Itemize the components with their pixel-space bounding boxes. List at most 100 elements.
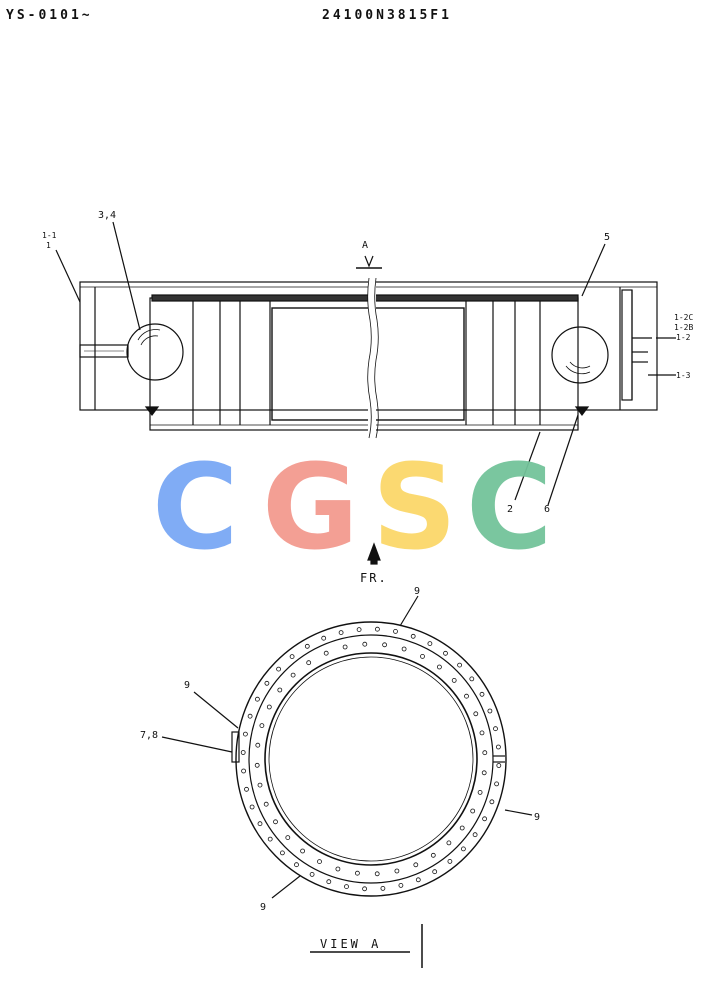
label-9-left: 9 [184,680,190,691]
bolt-hole [342,644,348,650]
bolt-hole [481,770,487,776]
bolt-hole [477,790,483,795]
bolt-hole [374,871,380,877]
bolt-hole [479,691,485,697]
bolt-hole [394,868,400,874]
ball-bearing-left [126,323,184,381]
bolt-hole [496,763,502,768]
bolt-hole [323,650,329,656]
label-5: 5 [604,232,610,243]
bolt-hole [393,629,398,634]
bolt-hole [257,821,263,827]
label-1-2b: 1-2B [674,323,693,332]
bolt-hole [249,804,255,810]
view-a-title: VIEW A [320,937,381,951]
bolt-hole [276,666,282,672]
bolt-hole [436,664,442,670]
label-7-8: 7,8 [140,730,158,741]
bolt-hole [300,848,306,854]
bolt-hole [294,862,299,868]
bolt-hole [460,846,466,852]
bolt-hole [254,762,260,768]
bolt-hole [247,713,253,719]
watermark-letter-c2: C [466,438,553,576]
bolt-hole [344,884,349,889]
bolt-hole [338,630,344,635]
bolt-hole [487,708,493,714]
label-1: 1 [46,241,51,250]
bolt-hole [380,886,386,891]
label-1-1: 1-1 [42,231,57,240]
bolt-hole [420,654,425,659]
bolt-hole [495,744,501,750]
bolt-hole [309,872,315,877]
bolt-hole [443,650,448,656]
bolt-hole [469,676,475,682]
bolt-hole [447,859,453,864]
label-1-2c: 1-2C [674,313,693,322]
bolt-hole [277,687,283,693]
bolt-hole [289,654,295,659]
bolt-hole [354,870,360,876]
bolt-hole [255,742,261,748]
bolt-hole [356,627,362,632]
bolt-hole [266,704,272,710]
bolt-hole [241,768,247,774]
bolt-hole [317,859,322,864]
bolt-hole [451,678,457,683]
label-9-bottom: 9 [260,902,266,913]
bolt-hole [479,730,485,736]
label-3-4: 3,4 [98,210,116,221]
bolt-hole [413,862,419,868]
watermark-letter-c1: C [152,438,239,576]
bolt-hole [430,852,436,858]
bolt-hole [446,840,452,846]
bolt-hole [273,819,278,825]
bolt-hole [401,646,407,652]
bolt-hole [244,786,249,792]
ball-bearing-right [551,326,609,384]
bolt-hole [254,696,260,702]
label-2: 2 [507,504,513,515]
bolt-hole [326,879,332,885]
bolt-hole [415,877,421,883]
bolt-hole [259,723,265,728]
bolt-hole [473,711,479,717]
watermark-letter-g: G [262,438,359,576]
bolt-hole [362,641,368,647]
watermark-letter-s: S [372,438,457,576]
side-view-assembly [79,277,658,439]
bolt-hole [410,633,416,639]
bolt-hole [264,680,270,686]
bolt-hole [306,660,312,666]
bolt-hole [459,825,465,831]
bolt-hole [432,869,438,875]
bolt-hole [494,781,500,787]
bolt-hole [457,662,463,668]
label-9-right: 9 [534,812,540,823]
label-9-top: 9 [414,586,420,597]
bolt-hole [290,672,296,678]
bolt-hole [472,832,478,838]
label-1-2: 1-2 [676,333,691,342]
bolt-hole [335,866,341,872]
bolt-hole [427,641,433,646]
bolt-hole [470,808,476,814]
bolt-hole [285,835,291,840]
bolt-hole [242,731,248,737]
header-part-number: 24100N3815F1 [322,8,452,23]
label-1-3: 1-3 [676,371,691,380]
bolt-hole [257,782,263,788]
bolt-hole [362,886,368,892]
bolt-hole [464,693,469,699]
bolt-hole [493,726,498,732]
bolt-hole [263,801,269,807]
bolt-hole [321,635,327,641]
bolt-hole [304,643,310,649]
bolt-hole [279,850,285,856]
bolt-hole [482,750,488,756]
label-front: FR. [360,571,388,585]
label-section-a: A [362,240,368,251]
label-6: 6 [544,504,550,515]
